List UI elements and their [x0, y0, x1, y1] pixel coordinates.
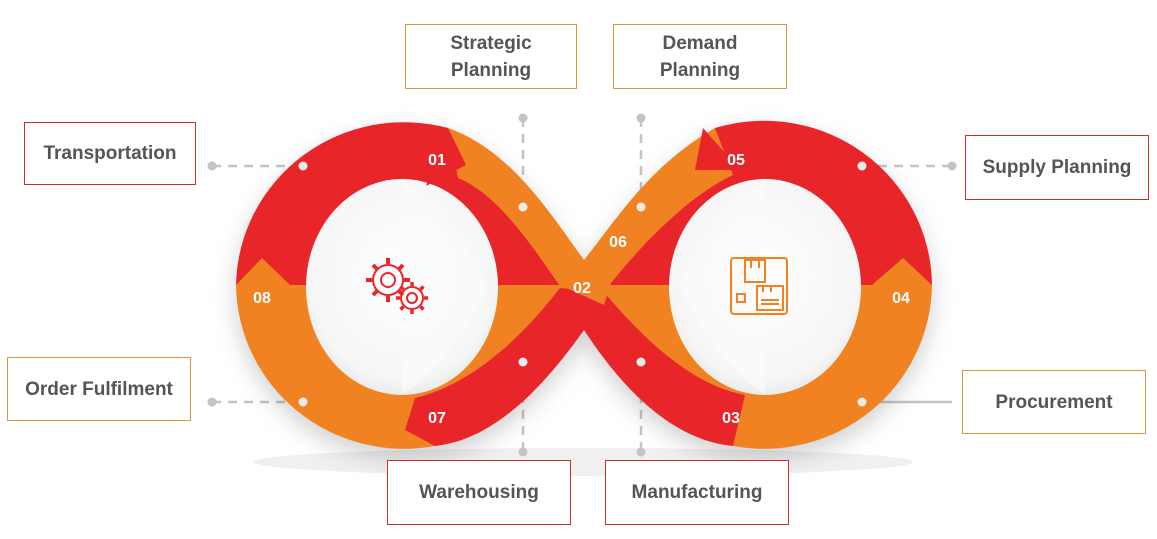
label-warehousing: Warehousing: [387, 460, 571, 525]
gears-icon: [366, 258, 428, 314]
label-transportation: Transportation: [24, 122, 196, 185]
connector-dots: [207, 113, 957, 457]
arrow-07: [405, 398, 435, 446]
label-procurement: Procurement: [962, 370, 1146, 434]
step-number-08: 08: [253, 290, 271, 307]
segment-02-06: [448, 128, 733, 298]
segment-07-03: [415, 288, 745, 446]
arrow-05: [695, 128, 740, 170]
step-number-06: 06: [609, 234, 627, 251]
label-strategic-planning: Strategic Planning: [405, 24, 577, 89]
step-number-05: 05: [727, 152, 745, 169]
warehouse-boxes-icon: [730, 257, 788, 315]
step-number-02: 02: [573, 280, 591, 297]
label-order-fulfilment: Order Fulfilment: [7, 357, 191, 421]
label-manufacturing: Manufacturing: [605, 460, 789, 525]
arrow-02: [560, 270, 615, 305]
band-dots: [298, 161, 867, 407]
step-number-04: 04: [892, 290, 910, 307]
label-supply-planning: Supply Planning: [965, 135, 1149, 200]
arrow-01: [426, 128, 466, 186]
step-number-01: 01: [428, 152, 446, 169]
label-demand-planning: Demand Planning: [613, 24, 787, 89]
floor-shadow: [253, 448, 913, 476]
arrow-04: [872, 258, 932, 285]
arrow-08: [236, 258, 290, 285]
step-number-07: 07: [428, 410, 446, 427]
step-number-03: 03: [722, 410, 740, 427]
